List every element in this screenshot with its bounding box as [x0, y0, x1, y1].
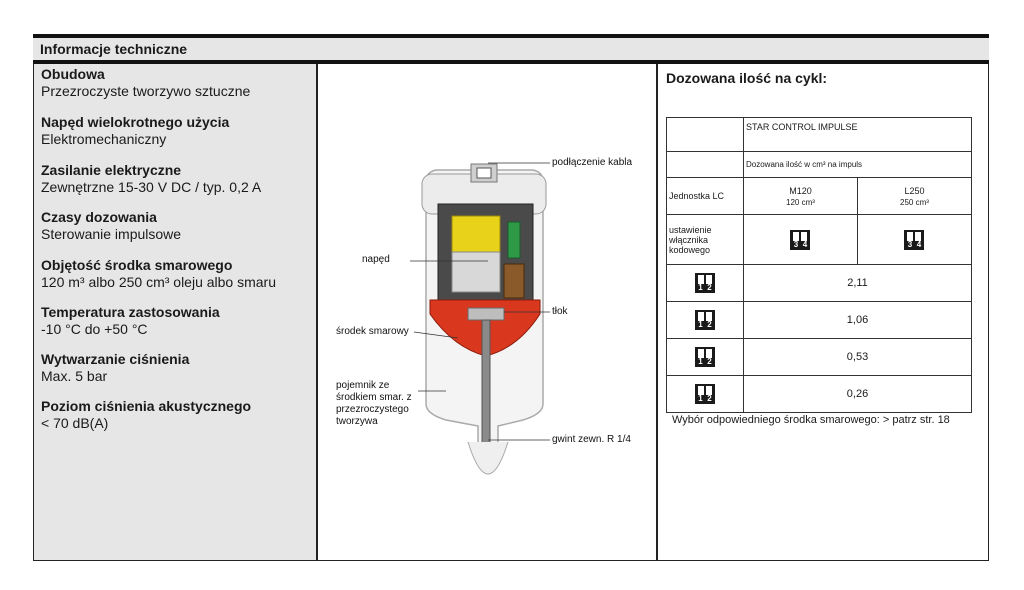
unit-m120: M120 120 cm³: [743, 177, 858, 215]
label-drive: napęd: [362, 254, 390, 265]
device-illustration: [410, 162, 550, 475]
switch-setting-label: ustawienie włącznika kodowego: [666, 214, 744, 265]
dosing-panel: Dozowana ilość na cykl: STAR CONTROL IMP…: [656, 64, 989, 561]
label-piston: tłok: [552, 306, 568, 317]
lubricant-selection-note: Wybór odpowiedniego środka smarowego: > …: [672, 414, 950, 426]
label-thread: gwint zewn. R 1/4: [552, 434, 631, 445]
dosing-table: STAR CONTROL IMPULSE Dozowana ilość w cm…: [666, 117, 973, 413]
dosing-value: 0,26: [743, 375, 972, 413]
spec-noise: Poziom ciśnienia akustycznego < 70 dB(A): [41, 398, 252, 431]
section-header: Informacje techniczne: [33, 38, 989, 64]
spindle: [481, 319, 491, 447]
spec-power: Zasilanie elektryczne Zewnętrzne 15-30 V…: [41, 162, 262, 195]
section-title: Informacje techniczne: [40, 41, 188, 57]
unit-label: Jednostka LC: [666, 177, 744, 215]
pcb-green: [507, 221, 521, 259]
motor-yellow: [451, 215, 501, 253]
dosing-title: Dozowana ilość na cykl:: [666, 70, 828, 86]
spec-volume: Objętość środka smarowego 120 m³ albo 25…: [41, 257, 277, 290]
device-diagram-panel: podłączenie kabla napęd tłok środek smar…: [316, 64, 657, 561]
gear-brown: [503, 263, 525, 299]
top-rule: [33, 34, 989, 38]
specs-panel: Obudowa Przezroczyste tworzywo sztuczne …: [33, 64, 317, 561]
dosing-value: 1,06: [743, 301, 972, 339]
spec-temperature: Temperatura zastosowania -10 °C do +50 °…: [41, 304, 220, 337]
label-cable-connection: podłączenie kabla: [552, 157, 633, 168]
outlet-thread: [467, 441, 509, 475]
spec-pressure: Wytwarzanie ciśnienia Max. 5 bar: [41, 351, 190, 384]
product-name: STAR CONTROL IMPULSE: [743, 117, 972, 152]
tech-info-sheet: Informacje techniczne Obudowa Przezroczy…: [33, 34, 989, 561]
spec-drive: Napęd wielokrotnego użycia Elektromechan…: [41, 114, 230, 147]
cable-plug: [476, 167, 492, 179]
dosing-subheader: Dozowana ilość w cm³ na impuls: [743, 151, 972, 178]
unit-l250: L250 250 cm³: [856, 177, 973, 215]
label-container: pojemnik ze środkiem smar. z przezroczys…: [336, 380, 412, 427]
motor-grey: [451, 251, 501, 293]
dosing-value: 2,11: [743, 264, 972, 302]
piston-plate: [467, 307, 505, 321]
spec-dosing-times: Czasy dozowania Sterowanie impulsowe: [41, 209, 182, 242]
label-lubricant: środek smarowy: [336, 326, 409, 337]
dosing-value: 0,53: [743, 338, 972, 376]
spec-housing: Obudowa Przezroczyste tworzywo sztuczne: [41, 66, 251, 99]
